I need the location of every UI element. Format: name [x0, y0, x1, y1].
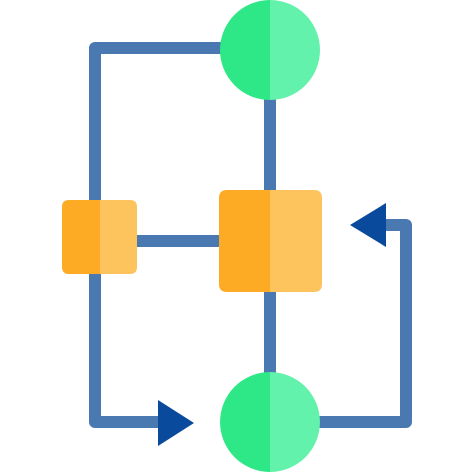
left-square-left-half	[62, 200, 100, 274]
node-top-circle	[220, 0, 320, 100]
left-square-right-half	[100, 200, 137, 274]
connector-top-circle-to-left-square	[89, 42, 231, 206]
connector-bottom-circle-to-center-square	[312, 219, 412, 428]
node-left-square	[62, 200, 137, 274]
node-bottom-circle	[220, 372, 320, 472]
center-square-left-half	[219, 190, 270, 292]
node-center-square	[219, 190, 322, 292]
bottom-circle-right-half	[270, 372, 320, 472]
arrowhead-left-icon	[350, 203, 386, 247]
center-square-right-half	[270, 190, 322, 292]
bottom-circle-left-half	[220, 372, 270, 472]
connectors	[89, 42, 412, 428]
top-circle-right-half	[270, 0, 320, 100]
arrowhead-right-icon	[158, 400, 194, 446]
top-circle-left-half	[220, 0, 270, 100]
connector-left-square-to-bottom-circle	[89, 266, 168, 428]
